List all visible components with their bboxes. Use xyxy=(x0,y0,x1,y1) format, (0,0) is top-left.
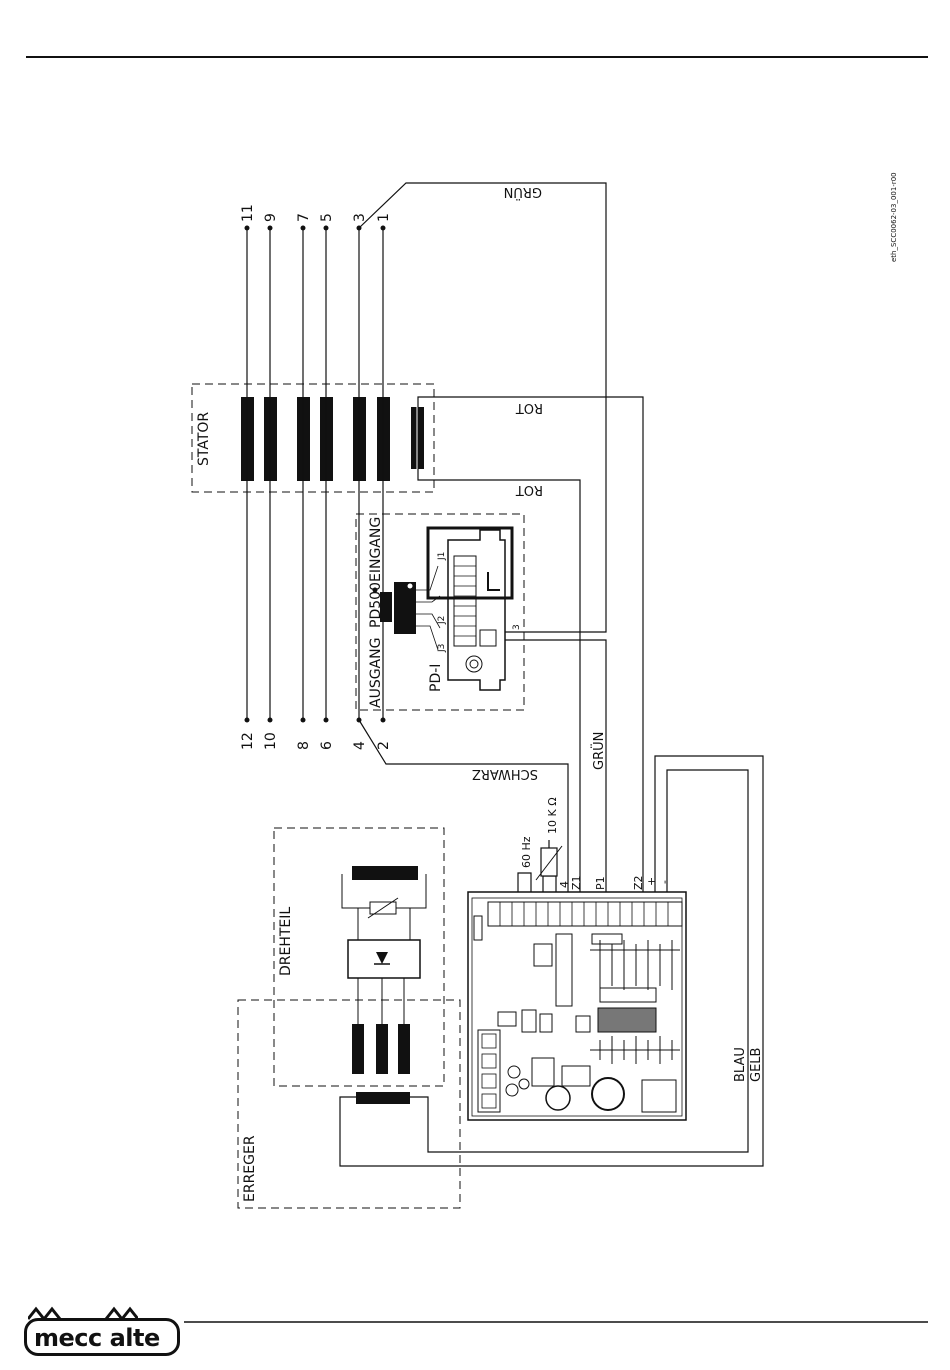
terminal-1: 1 xyxy=(376,213,392,222)
pin-p1: P1 xyxy=(594,876,607,890)
terminal-11: 11 xyxy=(240,204,256,222)
regulator-board xyxy=(468,892,686,1120)
terminal-5: 5 xyxy=(319,213,335,222)
pd500-pd-i: PD-I xyxy=(428,664,444,692)
terminal-6: 6 xyxy=(319,741,335,750)
document-code: eth_SCC0062-03_001-r00 xyxy=(890,172,898,262)
terminal-4: 4 xyxy=(352,741,368,750)
label-60hz: 60 Hz xyxy=(520,836,533,868)
logo-text: mecc alte xyxy=(34,1324,160,1352)
pin-z1: Z1 xyxy=(570,875,583,890)
pd500-dot xyxy=(373,588,378,593)
pin-plus: + xyxy=(645,877,658,886)
terminal-7: 7 xyxy=(296,213,312,222)
pin-z2: Z2 xyxy=(632,875,645,890)
label-10k: 10 K Ω xyxy=(546,797,559,834)
terminal-8: 8 xyxy=(296,741,312,750)
terminal-12: 12 xyxy=(240,732,256,750)
label-blau: BLAU xyxy=(733,1047,748,1082)
pd500-eingang: EINGANG xyxy=(368,517,384,582)
pd500-j3: J3 xyxy=(437,644,447,653)
label-gruen-top: GRÜN xyxy=(504,184,542,201)
stator-box xyxy=(192,384,434,492)
stator-label: STATOR xyxy=(196,412,212,466)
label-rot-1: ROT xyxy=(516,400,543,415)
terminal-3: 3 xyxy=(352,213,368,222)
rotor-components xyxy=(342,866,426,1074)
jumper-60hz xyxy=(518,873,531,892)
label-schwarz: SCHWARZ xyxy=(472,766,538,781)
terminal-labels-top: 11 9 7 5 3 1 xyxy=(240,204,392,222)
erreger-box xyxy=(238,1000,460,1208)
pd500-j2: J2 xyxy=(437,616,447,625)
pd500-j1: J1 xyxy=(437,552,447,561)
terminal-10: 10 xyxy=(263,732,279,750)
terminal-9: 9 xyxy=(263,213,279,222)
drehteil-label: DREHTEIL xyxy=(278,907,294,976)
terminal-2: 2 xyxy=(376,741,392,750)
exciter-winding xyxy=(356,1092,410,1104)
erreger-label: ERREGER xyxy=(242,1135,258,1202)
resistor-10k xyxy=(541,848,557,876)
label-rot-2: ROT xyxy=(516,482,543,497)
terminal-labels-bottom: 12 10 8 6 4 2 xyxy=(240,732,392,750)
label-gruen-vertical: GRÜN xyxy=(590,732,607,770)
mecc-alte-logo: mecc alte xyxy=(24,1318,184,1360)
pd500-ausgang: AUSGANG xyxy=(368,638,384,708)
stator-windings xyxy=(241,397,424,481)
pin-minus: - xyxy=(658,880,671,884)
pd500-pin3: 3 xyxy=(512,624,522,630)
resistor-leads xyxy=(543,876,556,892)
label-gelb: GELB xyxy=(749,1048,764,1082)
